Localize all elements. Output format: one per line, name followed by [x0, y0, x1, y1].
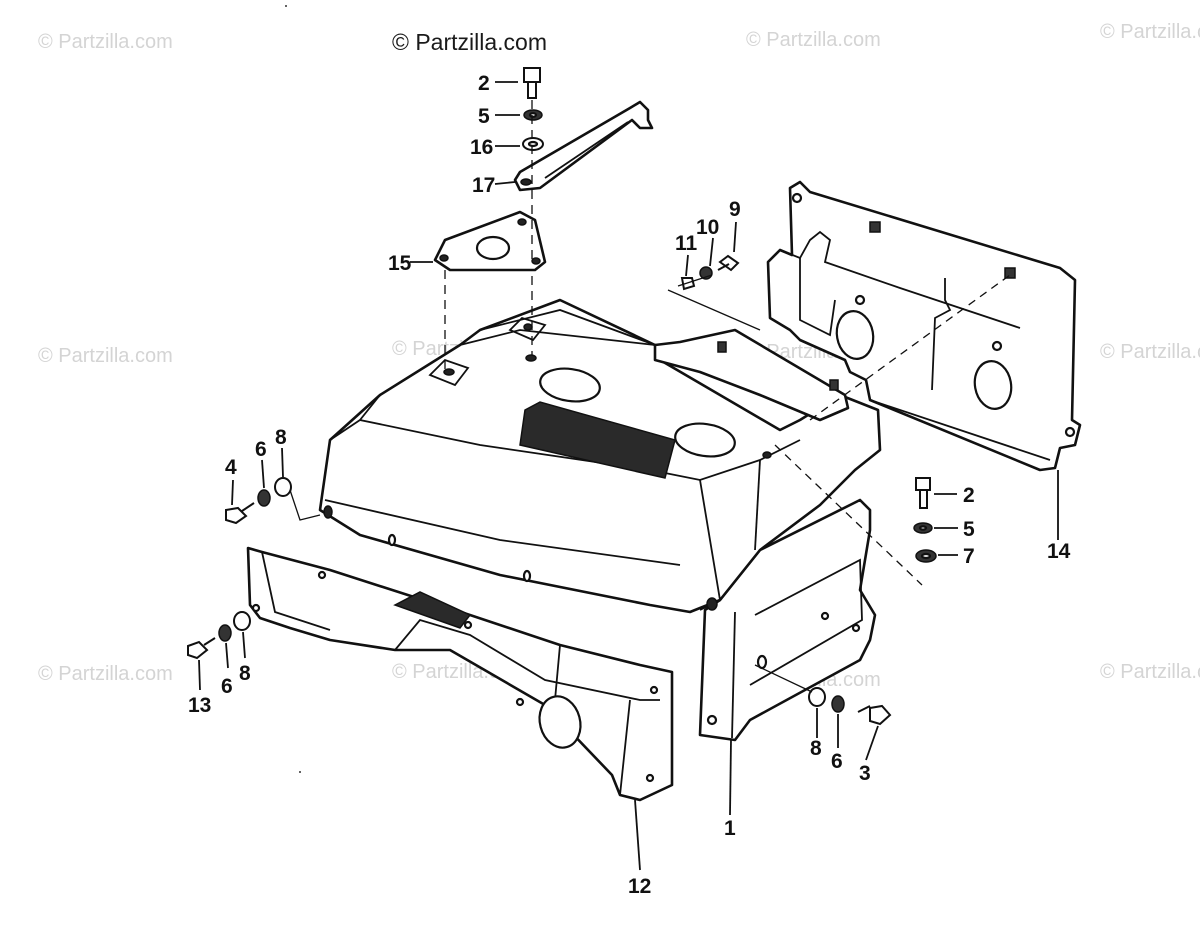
callout-6: 6	[831, 750, 843, 773]
callout-8: 8	[810, 737, 822, 760]
callout-5: 5	[478, 105, 490, 128]
callout-6: 6	[255, 438, 267, 461]
callout-14: 14	[1047, 540, 1071, 563]
callout-9: 9	[729, 198, 741, 221]
watermark: © Partzilla.com	[1100, 341, 1200, 363]
callout-5: 5	[963, 518, 975, 541]
watermarks: © Partzilla.com © Partzilla.com © Partzi…	[38, 21, 1200, 691]
watermark: © Partzilla.com	[38, 663, 173, 685]
watermark: © Partzilla.com	[38, 345, 173, 367]
callout-6: 6	[221, 675, 233, 698]
callout-8: 8	[275, 426, 287, 449]
rear-mounting-plate	[766, 180, 1082, 472]
strap-bracket	[513, 100, 654, 192]
callout-2: 2	[963, 484, 975, 507]
callout-10: 10	[696, 216, 719, 239]
watermark: © Partzilla.com	[1100, 661, 1200, 683]
callout-1: 1	[724, 817, 736, 840]
watermark: © Partzilla.com	[1100, 21, 1200, 43]
watermark: © Partzilla.com	[746, 29, 881, 51]
callout-4: 4	[225, 456, 237, 479]
callout-13: 13	[188, 694, 211, 717]
callout-7: 7	[963, 545, 975, 568]
copyright-text: © Partzilla.com	[392, 29, 547, 55]
callout-2: 2	[478, 72, 490, 95]
watermark: © Partzilla.com	[38, 31, 173, 53]
callout-8: 8	[239, 662, 251, 685]
callout-12: 12	[628, 875, 651, 898]
callout-17: 17	[472, 174, 495, 197]
front-brace	[246, 546, 674, 802]
callout-16: 16	[470, 136, 493, 159]
callout-3: 3	[859, 762, 871, 785]
callout-15: 15	[388, 252, 412, 275]
leader-lines	[198, 81, 1059, 871]
triangular-gasket-plate	[433, 210, 547, 272]
shroud	[318, 298, 882, 742]
callouts: 2 5 16 17 15 9 10 11 4 6 8 2 5 7 14 13 6…	[188, 72, 1071, 898]
assembly-lines	[289, 100, 1011, 693]
callout-11: 11	[675, 232, 698, 255]
hardware	[187, 67, 937, 726]
